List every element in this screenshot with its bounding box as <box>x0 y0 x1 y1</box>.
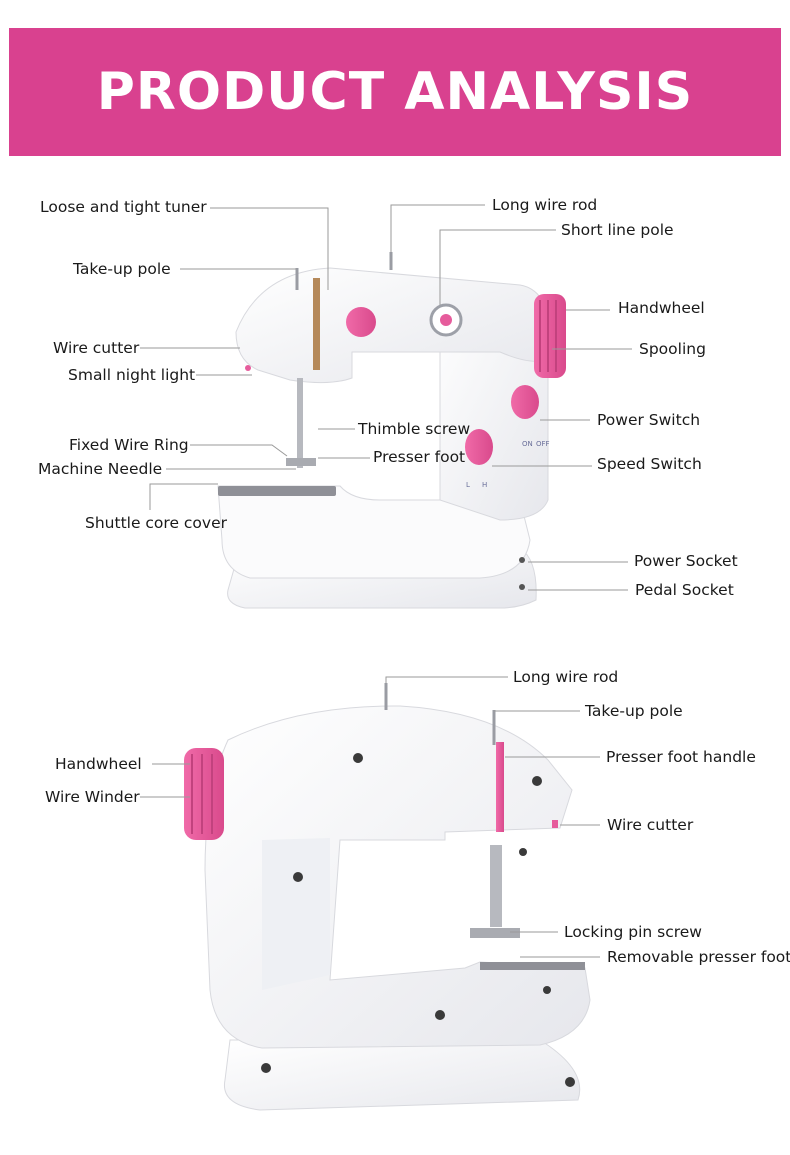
front-machine <box>217 252 566 609</box>
label-fixed-wire-ring: Fixed Wire Ring <box>69 436 189 454</box>
label-speed-switch: Speed Switch <box>597 455 702 473</box>
label-thimble-screw: Thimble screw <box>358 420 471 438</box>
label-removable-presser-foot: Removable presser foot <box>607 948 790 966</box>
label-presser-foot-handle: Presser foot handle <box>606 748 756 766</box>
label-pedal-socket: Pedal Socket <box>635 581 734 599</box>
label-short-line-pole: Short line pole <box>561 221 674 239</box>
label-wire-winder: Wire Winder <box>45 788 140 806</box>
switch-mark-low: L <box>466 481 470 489</box>
label-back-take-up-pole: Take-up pole <box>585 702 683 720</box>
switch-mark-off: OFF <box>536 440 550 448</box>
label-power-switch: Power Switch <box>597 411 701 429</box>
label-long-wire-rod: Long wire rod <box>492 196 598 214</box>
page-title: PRODUCT ANALYSIS <box>96 62 694 122</box>
label-handwheel: Handwheel <box>618 299 705 317</box>
label-back-wire-cutter: Wire cutter <box>607 816 694 834</box>
switch-mark-high: H <box>482 481 488 489</box>
label-back-handwheel: Handwheel <box>55 755 142 773</box>
label-spooling: Spooling <box>639 340 706 358</box>
label-power-socket: Power Socket <box>634 552 738 570</box>
label-presser-foot: Presser foot <box>373 448 466 466</box>
label-back-long-wire-rod: Long wire rod <box>513 668 619 686</box>
back-machine <box>184 683 591 1111</box>
label-loose-tight-tuner: Loose and tight tuner <box>40 198 207 216</box>
label-shuttle-core-cover: Shuttle core cover <box>85 514 227 532</box>
label-take-up-pole: Take-up pole <box>73 260 171 278</box>
label-wire-cutter: Wire cutter <box>53 339 140 357</box>
label-small-night-light: Small night light <box>68 366 196 384</box>
title-banner: PRODUCT ANALYSIS <box>9 28 781 156</box>
label-machine-needle: Machine Needle <box>38 460 163 478</box>
label-locking-pin-screw: Locking pin screw <box>564 923 702 941</box>
switch-mark-on: ON <box>522 440 533 448</box>
